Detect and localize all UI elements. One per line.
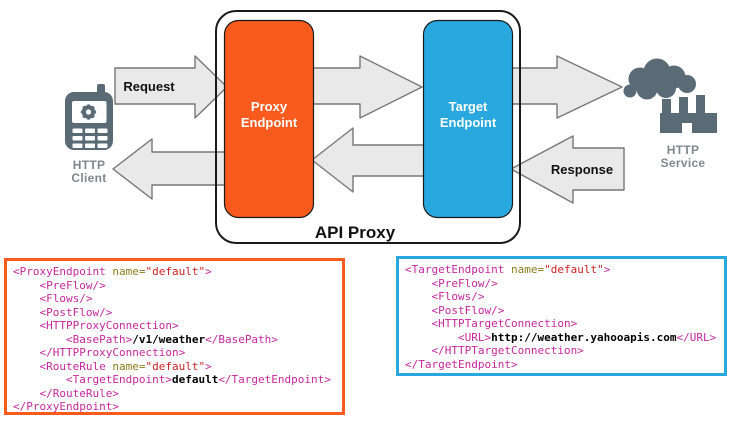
http-service-label-line2: Service	[661, 156, 706, 170]
response-arrow	[510, 135, 625, 204]
code-line: <ProxyEndpoint name="default">	[13, 265, 212, 278]
request-arrow	[114, 55, 228, 119]
http-client-label-line2: Client	[71, 171, 106, 185]
response-arrow-label: Response	[551, 162, 613, 177]
request-to-service-arrow	[504, 55, 623, 119]
request-arrow-label: Request	[123, 79, 175, 94]
code-line: <PreFlow/>	[13, 278, 106, 292]
code-line: </HTTPProxyConnection>	[13, 346, 186, 359]
proxy-endpoint-box	[223, 19, 315, 219]
code-line: <PreFlow/>	[405, 276, 498, 290]
target-endpoint-box	[422, 19, 514, 219]
code-line: <HTTPTargetConnection>	[405, 317, 578, 330]
code-line: <PostFlow/>	[13, 305, 113, 319]
target-endpoint-label-line1: Target	[449, 99, 488, 114]
code-line: <TargetEndpoint name="default">	[405, 263, 611, 276]
code-line: </ProxyEndpoint>	[13, 400, 119, 413]
target-to-proxy-arrow	[311, 127, 429, 193]
target-endpoint-label-line2: Endpoint	[440, 115, 497, 130]
code-line: <TargetEndpoint>default</TargetEndpoint>	[13, 373, 331, 386]
code-line: <URL>http://weather.yahooapis.com</URL>	[405, 330, 717, 344]
code-line: </RouteRule>	[13, 386, 119, 400]
code-line: <HTTPProxyConnection>	[13, 319, 179, 332]
api-proxy-title: API Proxy	[315, 223, 396, 242]
proxy-endpoint-label-line2: Endpoint	[241, 115, 298, 130]
code-line: <RouteRule name="default">	[13, 359, 212, 373]
target-endpoint-code-block: <TargetEndpoint name="default"> <PreFlow…	[396, 256, 727, 376]
api-proxy-container-border	[215, 10, 521, 244]
mobile-phone-icon	[65, 84, 113, 150]
code-line: <PostFlow/>	[405, 303, 505, 317]
http-service-label-line1: HTTP	[667, 143, 700, 157]
code-line: </TargetEndpoint>	[405, 357, 518, 371]
code-line: </HTTPTargetConnection>	[405, 344, 584, 357]
proxy-endpoint-code-block: <ProxyEndpoint name="default"> <PreFlow/…	[4, 258, 345, 415]
proxy-to-target-arrow	[312, 55, 423, 119]
code-line: <Flows/>	[405, 290, 485, 303]
factory-icon	[623, 58, 717, 133]
http-client-label-line1: HTTP	[73, 158, 106, 172]
code-line: <BasePath>/v1/weather</BasePath>	[13, 332, 278, 346]
proxy-endpoint-label-line1: Proxy	[251, 99, 288, 114]
code-line: <Flows/>	[13, 292, 93, 305]
flow-diagram: Proxy Endpoint Target Endpoint Request R…	[65, 10, 717, 244]
